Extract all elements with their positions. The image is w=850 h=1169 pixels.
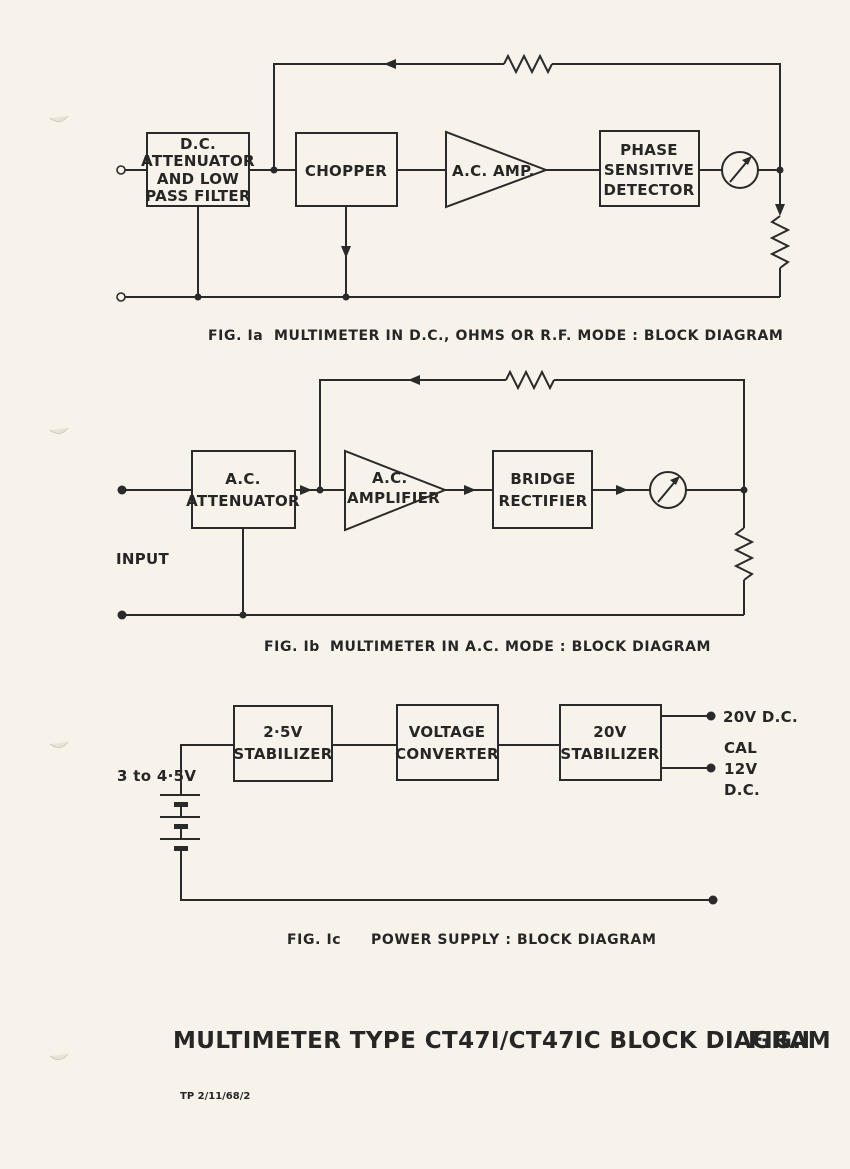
feedback-resistor-b <box>505 369 555 391</box>
stabilizer-2-5v-label-2: STABILIZER <box>233 745 332 763</box>
stabilizer-2-5v-block <box>233 705 333 782</box>
phase-detector-label-1: PHASE <box>620 141 678 159</box>
output-20v-label: 20V D.C. <box>723 708 798 726</box>
voltage-converter-block <box>396 704 499 781</box>
figure-1b: INPUT A.C. ATTENUATOR A.C. AMPLIFIER BRI… <box>116 369 755 655</box>
voltage-converter-label-1: VOLTAGE <box>409 723 486 741</box>
load-resistor-b <box>733 527 755 581</box>
ac-amplifier-triangle <box>344 449 448 532</box>
ac-attenuator-label-1: A.C. <box>225 470 261 488</box>
output-12v-label: 12V <box>724 760 757 778</box>
dc-attenuator-label-1: D.C. <box>180 135 216 153</box>
ac-attenuator-block <box>191 450 296 529</box>
output-12v-terminal <box>706 763 716 773</box>
binder-holes <box>49 115 69 1060</box>
fig-1c-caption: POWER SUPPLY : BLOCK DIAGRAM <box>371 932 657 948</box>
chopper-label: CHOPPER <box>305 162 387 180</box>
feedback-resistor-a <box>503 53 553 75</box>
ac-amplifier-label-2: AMPLIFIER <box>347 489 440 507</box>
dc-attenuator-label-3: AND LOW <box>157 170 239 188</box>
phase-detector-label-3: DETECTOR <box>603 181 694 199</box>
bridge-rectifier-block <box>492 450 593 529</box>
phase-detector-block <box>599 130 700 207</box>
dc-attenuator-label-4: PASS FILTER <box>145 187 251 205</box>
sheet-title: MULTIMETER TYPE CT47I/CT47IC BLOCK DIAGR… <box>173 1028 831 1054</box>
bridge-rectifier-label-1: BRIDGE <box>510 470 575 488</box>
ac-amp-label: A.C. AMP. <box>452 162 535 180</box>
input-terminal-bottom <box>116 292 126 302</box>
sheet-figure-label: FIG.I <box>748 1028 810 1054</box>
output-dc-label: D.C. <box>724 781 760 799</box>
input-label: INPUT <box>116 550 170 568</box>
load-resistor-a <box>769 215 791 269</box>
fig-1a-number: FIG. Ia <box>208 328 263 344</box>
stabilizer-20v-label-2: STABILIZER <box>560 745 659 763</box>
voltage-converter-label-2: CONVERTER <box>395 745 499 763</box>
feedback-arrow-a <box>384 59 396 69</box>
ac-attenuator-label-2: ATTENUATOR <box>186 492 300 510</box>
fig-1c-number: FIG. Ic <box>287 932 341 948</box>
ac-amp-triangle <box>445 130 549 209</box>
ac-amplifier-label-1: A.C. <box>372 469 408 487</box>
fig-1b-caption: MULTIMETER IN A.C. MODE : BLOCK DIAGRAM <box>330 639 711 655</box>
bridge-rectifier-label-2: RECTIFIER <box>499 492 588 510</box>
document-reference: TP 2/11/68/2 <box>180 1091 250 1102</box>
stabilizer-20v-label-1: 20V <box>593 723 626 741</box>
input-terminal-top <box>116 165 126 175</box>
stabilizer-2-5v-label-1: 2·5V <box>263 723 302 741</box>
dc-attenuator-label-2: ATTENUATOR <box>141 152 255 170</box>
battery-voltage-label: 3 to 4·5V <box>117 767 196 785</box>
stabilizer-20v-block <box>559 704 662 781</box>
fig-1b-number: FIG. Ib <box>264 639 320 655</box>
output-cal-label: CAL <box>724 739 757 757</box>
fig-1a-caption: MULTIMETER IN D.C., OHMS OR R.F. MODE : … <box>274 328 783 344</box>
output-20v-terminal <box>706 711 716 721</box>
phase-detector-label-2: SENSITIVE <box>604 161 694 179</box>
figure-1a: D.C. ATTENUATOR AND LOW PASS FILTER CHOP… <box>116 53 791 344</box>
figure-1c: 3 to 4·5V 2·5V STABILIZER VOLTAGE CONVER… <box>117 704 798 948</box>
